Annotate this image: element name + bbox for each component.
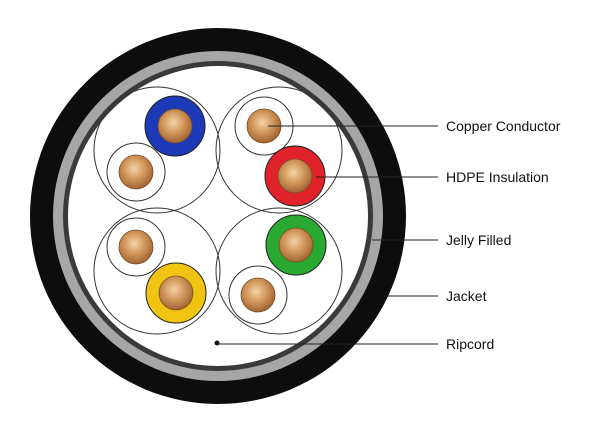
copper-conductor-blue: [157, 108, 193, 144]
copper-conductor-green: [278, 227, 314, 263]
inner-fill: [68, 66, 368, 366]
label-jacket: Jacket: [446, 288, 487, 304]
pair-boundary-top-right: [215, 86, 343, 214]
label-ripcord: Ripcord: [446, 336, 495, 352]
copper-conductor-tl: [118, 154, 154, 190]
copper-conductor-red: [277, 158, 313, 194]
pair-boundary-top-left: [93, 86, 221, 214]
copper-conductor-br: [240, 277, 276, 313]
label-hdpe-insulation: HDPE Insulation: [446, 169, 549, 185]
label-copper-conductor: Copper Conductor: [446, 118, 561, 134]
copper-conductor-bl: [118, 229, 154, 265]
pair-boundary-bottom-left: [93, 207, 221, 335]
ripcord-dot: [214, 340, 220, 346]
pair-boundary-bottom-right: [215, 207, 343, 335]
label-jelly-filled: Jelly Filled: [446, 232, 512, 248]
copper-conductor-yellow: [158, 275, 194, 311]
